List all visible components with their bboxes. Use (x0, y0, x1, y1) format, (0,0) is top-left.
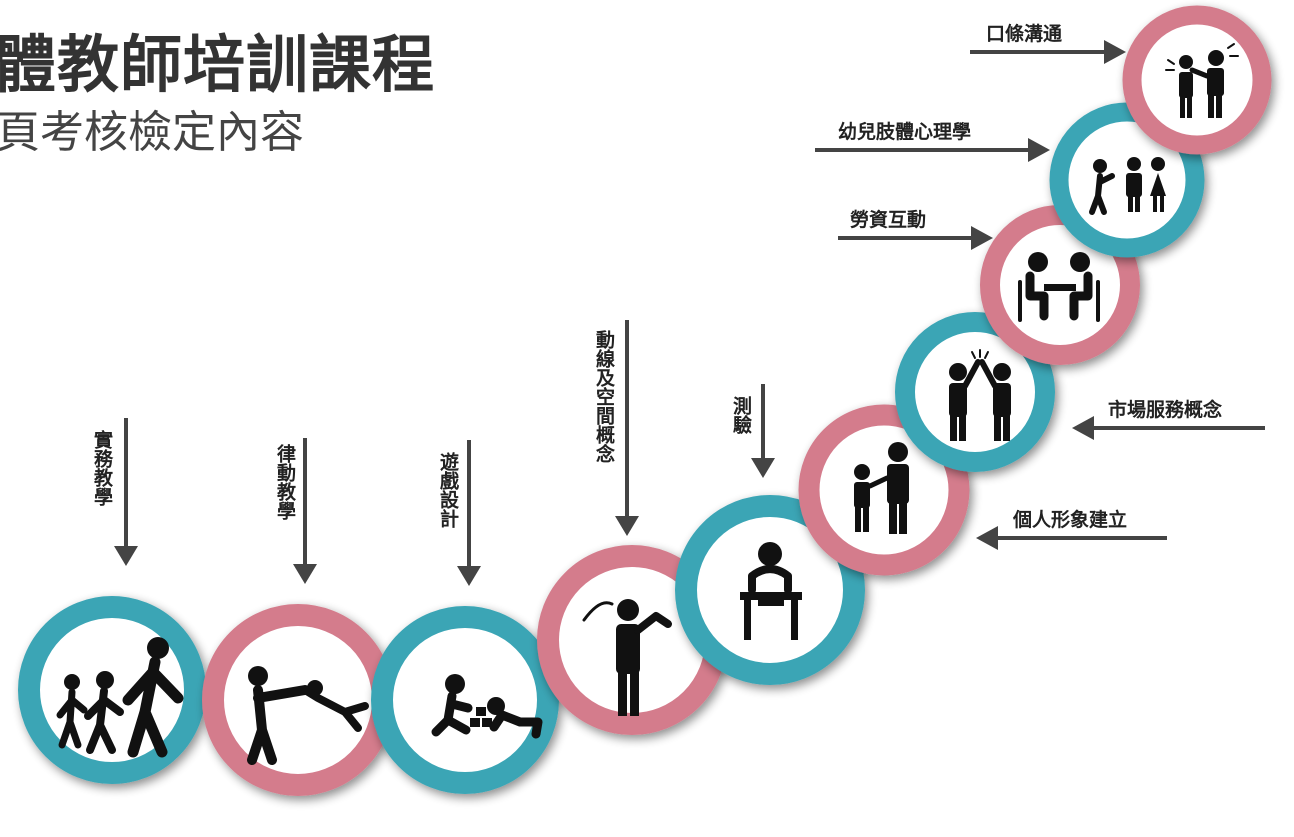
label-market-service: 市場服務概念 (1108, 398, 1222, 421)
horizontal-arrows (815, 40, 1265, 550)
label-labor-relations: 勞資互動 (850, 208, 926, 231)
vertical-arrows (114, 320, 775, 586)
ring-rhythm-teaching (202, 604, 394, 796)
group-of-people-icon (1089, 157, 1166, 215)
adult-with-child-icon (854, 442, 909, 534)
ring-personal-image (798, 404, 970, 576)
step-rings (18, 5, 1272, 796)
children-building-blocks-icon (431, 674, 543, 739)
person-pointing-icon (582, 599, 672, 716)
ring-test (675, 495, 865, 685)
adult-swinging-child-icon (247, 666, 369, 765)
ring-game-design (371, 606, 559, 794)
label-game-design: 遊戲設計 (437, 451, 459, 529)
family-walking-icon (56, 637, 184, 758)
label-child-psychology: 幼兒肢體心理學 (838, 120, 971, 143)
label-oral-communication: 口條溝通 (986, 22, 1063, 45)
label-personal-image: 個人形象建立 (1012, 508, 1127, 531)
label-practical-teaching: 實務教學 (91, 429, 113, 507)
page-title: 體教師培訓課程 (0, 28, 436, 101)
label-test: 測驗 (730, 395, 752, 435)
high-five-icon (949, 349, 1011, 441)
label-rhythm-teaching: 律動教學 (274, 443, 297, 521)
page-subtitle: 頁考核檢定內容 (0, 107, 304, 158)
person-at-desk-icon (740, 542, 802, 640)
people-talking-icon (1165, 43, 1239, 118)
ring-oral-communication (1122, 5, 1272, 155)
label-movement-space: 動線及空間概念 (593, 330, 616, 463)
meeting-at-table-icon (1018, 252, 1100, 322)
